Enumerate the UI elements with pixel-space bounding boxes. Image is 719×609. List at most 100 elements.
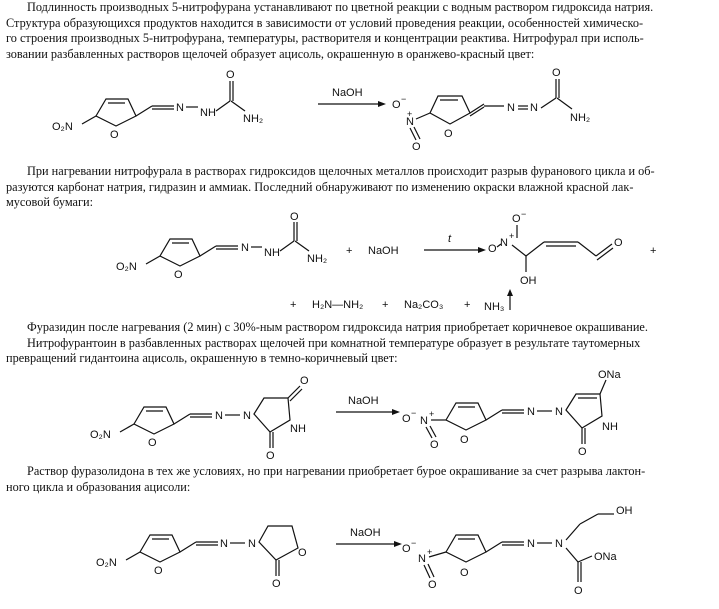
label-o-minus: O (402, 543, 411, 555)
label-nh2: NH₂ (243, 113, 263, 125)
label-n: N (530, 102, 538, 114)
text-line: разуются карбонат натрия, гидразин и амм… (6, 179, 634, 194)
paragraph-furazolidone: Раствор фуразолидона в тех же условиях, … (6, 464, 714, 495)
label-plus: + (429, 409, 434, 419)
text-line: Раствор фуразолидона в тех же условиях, … (27, 464, 646, 478)
label-n: N (555, 406, 563, 418)
text-line: При нагревании нитрофурала в растворах г… (27, 164, 655, 178)
text-line: го строения производных 5-нитрофурана, т… (6, 31, 644, 46)
label-minus: − (401, 94, 406, 104)
text-line: превращений гидантоина ацисоль, окрашенн… (6, 351, 398, 366)
label-n-nitro: N (406, 116, 414, 128)
label-o-nitro: O (428, 579, 437, 591)
label-n: N (527, 406, 535, 418)
reagent-naoh: NaOH (348, 395, 379, 407)
label-minus: − (411, 538, 416, 548)
gas-evolution-arrow-icon (507, 289, 513, 310)
structure-nitrofural: O₂N O N NH O NH₂ (116, 211, 327, 281)
label-o-ring: O (298, 547, 307, 559)
text-line: Фуразидин после нагревания (2 мин) с 30%… (27, 320, 648, 334)
plus-sign: + (382, 299, 388, 311)
label-o-ring: O (444, 128, 453, 140)
structure-open-chain-product: O − N + O OH O (488, 209, 623, 287)
reaction-arrow: NaOH (318, 87, 386, 107)
label-n: N (176, 102, 184, 114)
label-n: N (220, 538, 228, 550)
reaction-arrow: NaOH (336, 527, 402, 547)
text-line: Подлинность производных 5-нитрофурана ус… (27, 0, 654, 14)
label-o-ring: O (154, 565, 163, 577)
label-o-ring: O (460, 567, 469, 579)
label-o-ring: O (110, 129, 119, 141)
reaction-arrow-heat: t (424, 233, 486, 253)
label-o-ring: O (148, 437, 157, 449)
structure-acisol: O − N + O O N N O NH₂ (392, 67, 590, 153)
reaction-scheme-furazolidone: O₂N O N N O O NaOH O − N + (96, 505, 633, 597)
label-o-nitro: O (488, 243, 497, 255)
label-plus: + (407, 109, 412, 119)
structure-nitrofural: O₂N O N NH O NH₂ (52, 69, 263, 141)
product-ammonia: NH₃ (484, 301, 504, 313)
text-line: мусовой бумаги: (6, 195, 94, 210)
label-n-nitro: N (418, 553, 426, 565)
label-plus: + (509, 231, 514, 241)
label-ona: ONa (594, 551, 618, 563)
product-hydrazine: H₂N—NH₂ (312, 299, 363, 311)
label-heat: t (448, 233, 452, 245)
plus-sign: + (464, 299, 470, 311)
label-o-nitro: O (412, 141, 421, 153)
reaction-arrow: NaOH (336, 395, 400, 415)
text-line: Структура образующихся продуктов находит… (6, 15, 644, 30)
reaction-scheme-nitrofural-acisol: O₂N O N NH O NH₂ NaOH O − N + (52, 67, 590, 153)
label-no2: O₂N (90, 429, 111, 441)
plus-sign: + (290, 299, 296, 311)
label-n: N (248, 538, 256, 550)
text-line: зовании разбавленных растворов щелочей о… (6, 46, 535, 61)
label-o-carbonyl: O (226, 69, 235, 81)
label-nh: NH (602, 421, 618, 433)
label-no2: O₂N (52, 121, 73, 133)
label-n: N (527, 538, 535, 550)
label-n: N (243, 410, 251, 422)
label-o: O (266, 450, 275, 462)
structure-nitrofurantoin-acisol: N + O − O O N N ONa NH O (402, 369, 622, 458)
structure-nitrofurantoin: O₂N O N N O NH O (90, 375, 309, 462)
label-n-plus: N (500, 237, 508, 249)
label-o-minus: O (402, 413, 411, 425)
label-o-minus: O (512, 213, 521, 225)
label-o-carbonyl: O (290, 211, 299, 223)
label-nh: NH (264, 247, 280, 259)
structure-furazolidone: O₂N O N N O O (96, 525, 307, 590)
label-o-carbonyl: O (552, 67, 561, 79)
text-line: ного цикла и образования ацисоли: (6, 479, 191, 494)
paragraph-intro: Подлинность производных 5-нитрофурана ус… (6, 0, 714, 62)
label-nh2: NH₂ (570, 112, 590, 124)
label-o: O (578, 446, 587, 458)
label-n: N (215, 410, 223, 422)
structure-furazolidone-acisol: O − N + O O N N OH ONa O (402, 505, 633, 597)
paragraph-ring-cleavage: При нагревании нитрофурала в растворах г… (6, 164, 714, 211)
label-o-minus: O (392, 99, 401, 111)
label-o: O (272, 578, 281, 590)
label-nh: NH (200, 107, 216, 119)
label-oh: OH (520, 275, 537, 287)
label-oh: OH (616, 505, 633, 517)
label-plus: + (427, 547, 432, 557)
plus-sign: + (650, 245, 656, 257)
label-o-ring: O (460, 434, 469, 446)
label-o: O (300, 375, 309, 387)
product-sodium-carbonate: Na₂CO₃ (404, 299, 443, 311)
label-n-nitro: N (420, 415, 428, 427)
reagent-naoh: NaOH (332, 87, 363, 99)
plus-sign: + (346, 245, 352, 257)
label-n: N (507, 102, 515, 114)
reagent-naoh: NaOH (350, 527, 381, 539)
label-nh2: NH₂ (307, 253, 327, 265)
label-nh: NH (290, 423, 306, 435)
reagent-naoh: NaOH (368, 245, 399, 257)
label-minus: − (521, 209, 526, 219)
label-o-aldehyde: O (614, 237, 623, 249)
label-n: N (241, 242, 249, 254)
paragraph-furazidine-nitrofurantoin: Фуразидин после нагревания (2 мин) с 30%… (6, 320, 714, 367)
